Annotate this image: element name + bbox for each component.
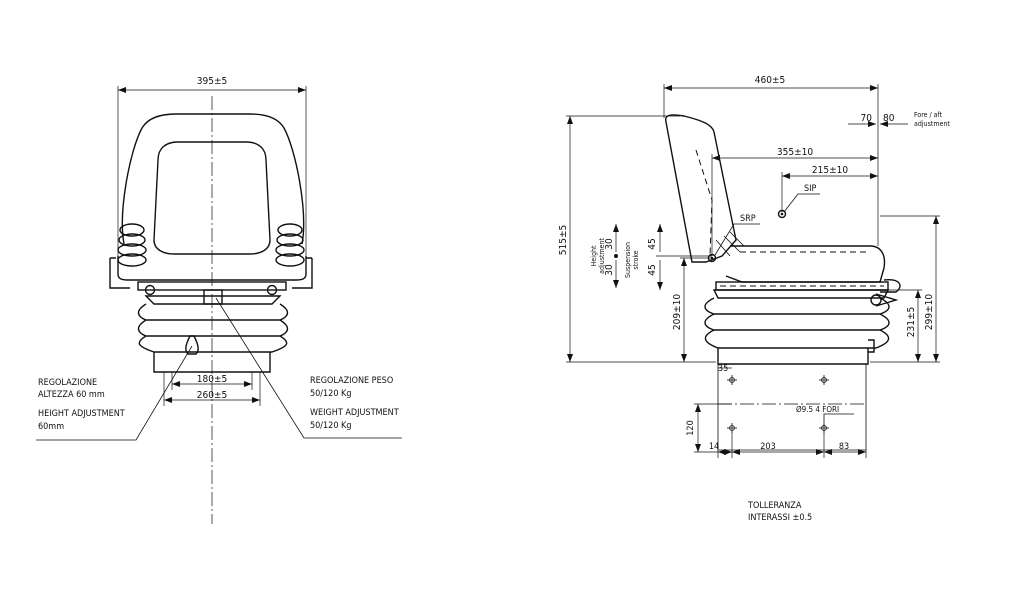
dim-209: 209±10: [672, 294, 683, 330]
front-backrest: [121, 113, 305, 245]
height-adj-30a: 30: [604, 238, 615, 250]
base-plan-outline: [717, 364, 867, 451]
weight-adj-en-2: 50/120 Kg: [310, 421, 352, 431]
height-adj-en-2: 60mm: [38, 422, 64, 432]
base-inner-dim: 180±5: [197, 374, 227, 385]
height-adj-it-2: ALTEZZA 60 mm: [38, 390, 105, 400]
height-adjust-leader: [36, 345, 193, 441]
dim-299: 299±10: [924, 294, 935, 330]
fore-aft-80: 80: [883, 113, 895, 124]
side-backrest-dashed: [695, 149, 713, 257]
side-weight-knob: [870, 294, 882, 306]
weight-adj-en-1: WEIGHT ADJUSTMENT: [310, 408, 399, 418]
overall-height: 515±5: [558, 225, 569, 255]
weight-adj-it-1: REGOLAZIONE PESO: [310, 376, 393, 386]
dim-355: 355±10: [777, 147, 813, 158]
front-weight-adjuster: [203, 289, 223, 305]
height-adj-en-1: HEIGHT ADJUSTMENT: [38, 409, 125, 419]
weight-adjust-leader: [215, 297, 402, 439]
susp-45a: 45: [647, 238, 658, 249]
susp-label-2: stroke: [632, 250, 640, 269]
holes-note: Ø9.5 4 FORI: [796, 404, 839, 414]
base-outer-dim: 260±5: [197, 390, 227, 401]
dim-203: 203: [760, 442, 775, 452]
tolerance-note: TOLLERANZA INTERASSI ±0.5: [747, 501, 812, 523]
fore-aft-label-1: Fore / aft: [914, 111, 943, 119]
base-holes: [727, 375, 829, 433]
srp-label: SRP: [740, 214, 756, 224]
dim-120: 120: [686, 420, 696, 435]
tolerance-line-2: INTERASSI ±0.5: [748, 513, 812, 523]
fore-aft-label-2: adjustment: [914, 120, 950, 128]
side-suspension-plate: [712, 289, 890, 299]
dim-35: 35: [718, 364, 728, 374]
height-adj-it-1: REGOLAZIONE: [38, 378, 97, 388]
sip-label: SIP: [804, 184, 817, 194]
front-height-handle: [185, 335, 199, 355]
dim-14: 14: [709, 442, 719, 452]
susp-label-1: Suspension: [624, 242, 632, 278]
front-view: 395±5 180±5 260±5 REGOLAZIONE ALTEZZA 60…: [36, 76, 402, 524]
side-seat-cushion: [725, 245, 886, 283]
side-backrest: [665, 114, 737, 263]
side-base-frame: [717, 348, 869, 365]
dim-83: 83: [839, 442, 849, 452]
height-adj-label-2: adjustment: [598, 238, 606, 274]
side-seat-pleat: [715, 231, 745, 257]
dim-215: 215±10: [812, 165, 848, 176]
side-depth-dim: 460±5: [755, 75, 785, 86]
side-fore-aft-lever: [880, 278, 901, 293]
front-suspension-plate: [144, 295, 282, 305]
side-view: SIP SRP 460±5 70 80 Fore / aft adjustmen…: [558, 75, 950, 365]
srp-leader: [714, 223, 760, 256]
susp-45b: 45: [647, 264, 658, 275]
holes-note-leader: [823, 413, 854, 428]
front-bolster-right: [275, 223, 305, 267]
front-bellows: [137, 303, 289, 353]
weight-adj-it-2: 50/120 Kg: [310, 389, 352, 399]
height-adj-30b: 30: [604, 264, 615, 276]
sip-leader: [783, 193, 820, 213]
side-bellows: [704, 297, 890, 349]
tolerance-line-1: TOLLERANZA: [747, 501, 802, 511]
fore-aft-70: 70: [861, 113, 873, 124]
height-adj-label-1: Height: [590, 245, 598, 266]
front-bracket-left: [109, 257, 130, 289]
front-bracket-right: [292, 257, 313, 289]
dim-231: 231±5: [906, 307, 917, 337]
front-backrest-panel: [153, 141, 271, 255]
base-plan: 35 Ø9.5 4 FORI 120 14 203 83: [686, 364, 867, 458]
front-width-dim: 395±5: [197, 76, 227, 87]
